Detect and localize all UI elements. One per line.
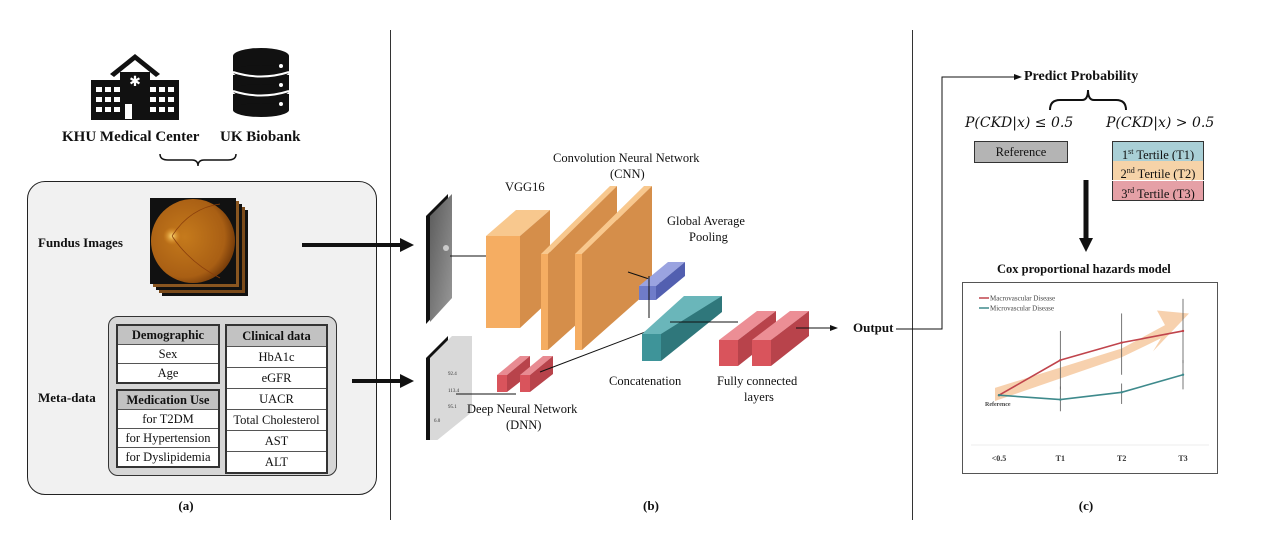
grayscale-fundus-input (426, 194, 452, 324)
fundus-images-label: Fundus Images (38, 235, 123, 250)
meta-data-arrow (352, 374, 414, 388)
trend-arrow (995, 310, 1189, 402)
gap-label-line1: Global Average (667, 214, 745, 228)
series-line-macrovascular (998, 330, 1184, 396)
svg-text:113.4: 113.4 (448, 389, 460, 394)
reference-annotation: Reference (985, 402, 1011, 408)
fundus-image-stack (150, 198, 248, 296)
data-point (1120, 391, 1123, 394)
panel-c-caption: (c) (1078, 498, 1094, 513)
data-point (1181, 329, 1185, 333)
right-condition: P(CKD|x) > 0.5 (1106, 115, 1215, 131)
demographic-item: Age (116, 363, 220, 384)
clinical-item: AST (225, 430, 328, 452)
medication-header: Medication Use (116, 389, 220, 410)
demographic-header: Demographic (116, 324, 220, 345)
medication-item: for T2DM (116, 409, 220, 429)
predict-probability-title: Predict Probability (1024, 69, 1139, 84)
output-label: Output (853, 320, 894, 335)
x-tick-label: T1 (1056, 454, 1065, 463)
vgg16-block (486, 210, 550, 328)
data-point (997, 394, 1001, 397)
data-point (1059, 398, 1062, 401)
tertile-text: Tertile (T3) (1134, 187, 1195, 202)
clinical-item: Total Cholesterol (225, 409, 328, 431)
meta-data-label: Meta-data (38, 390, 96, 405)
cnn-label-line1: Convolution Neural Network (553, 151, 700, 165)
output-connector (896, 74, 1022, 330)
demographic-item: Sex (116, 344, 220, 364)
medication-item: for Hypertension (116, 428, 220, 448)
x-tick-label: <0.5 (992, 454, 1007, 463)
legend-label: Microvascular Disease (990, 305, 1054, 313)
reference-box: Reference (974, 141, 1068, 163)
tertile-number: 2 (1120, 167, 1127, 182)
clinical-table: Clinical data HbA1c eGFR UACR Total Chol… (225, 324, 328, 474)
fundus-arrow (302, 238, 414, 252)
concatenation-block (642, 296, 722, 361)
clinical-item: ALT (225, 451, 328, 474)
data-point (1059, 358, 1062, 362)
tertile-3-box: 3rd Tertile (T3) (1112, 181, 1204, 201)
svg-text:92.4: 92.4 (448, 372, 457, 377)
clinical-item: HbA1c (225, 346, 328, 368)
brace-icon (159, 153, 237, 167)
legend-label: Macrovascular Disease (990, 295, 1055, 303)
x-tick-label: T2 (1117, 454, 1126, 463)
tertile-1-box: 1st Tertile (T1) (1112, 141, 1204, 163)
fully-connected-label-line1: Fully connected (717, 374, 798, 388)
panel-a-caption: (a) (178, 498, 194, 513)
fully-connected-label-line2: layers (744, 390, 774, 404)
global-average-pooling-block (639, 262, 685, 300)
panel-divider-right (912, 30, 913, 520)
medication-item: for Dyslipidemia (116, 447, 220, 468)
series-line-microvascular (998, 373, 1184, 401)
cnn-layer-block (575, 186, 652, 350)
dnn-label-line1: Deep Neural Network (467, 402, 578, 416)
svg-text:95.1: 95.1 (448, 405, 457, 410)
cnn-label-line2: (CNN) (610, 167, 645, 181)
clinical-item: UACR (225, 388, 328, 410)
demographic-table: Demographic Sex Age (116, 324, 220, 384)
network-diagram: 92.4 113.4 95.1 6.0 (426, 186, 838, 440)
tertile-ordinal: rd (1127, 186, 1135, 195)
dnn-block (520, 356, 553, 392)
svg-text:✱: ✱ (129, 74, 141, 90)
tertile-number: 3 (1121, 187, 1128, 202)
down-arrow (1079, 180, 1093, 252)
left-condition: P(CKD|x) ≤ 0.5 (965, 115, 1074, 131)
panel-divider-left (390, 30, 391, 520)
tertile-ordinal: st (1128, 147, 1134, 156)
tertile-ordinal: nd (1126, 166, 1135, 175)
tertile-text: Tertile (T1) (1133, 148, 1195, 163)
tertile-2-box: 2nd Tertile (T2) (1112, 161, 1204, 182)
source-label-ukbiobank: UK Biobank (220, 129, 301, 145)
fully-connected-block (752, 311, 809, 366)
vgg16-label: VGG16 (505, 180, 545, 194)
dnn-label-line2: (DNN) (506, 418, 542, 432)
brace-icon (1049, 89, 1127, 111)
medication-table: Medication Use for T2DM for Hypertension… (116, 389, 220, 468)
x-tick-label: T3 (1178, 454, 1187, 463)
data-point (1181, 373, 1185, 376)
clinical-item: eGFR (225, 367, 328, 389)
gap-label-line2: Pooling (689, 230, 728, 244)
panel-b-caption: (b) (643, 498, 659, 513)
data-point (1120, 341, 1123, 344)
hospital-icon: ✱ (91, 54, 179, 120)
tertile-text: Tertile (T2) (1134, 167, 1196, 182)
concatenation-label: Concatenation (609, 374, 682, 388)
dnn-block (497, 356, 530, 392)
tertile-number: 1 (1121, 148, 1129, 163)
cox-model-title: Cox proportional hazards model (997, 262, 1171, 276)
source-label-khu: KHU Medical Center (62, 129, 200, 145)
metadata-table-input: 92.4 113.4 95.1 6.0 (426, 336, 472, 440)
database-icon (232, 48, 290, 117)
clinical-header: Clinical data (225, 324, 328, 347)
svg-text:6.0: 6.0 (434, 419, 441, 424)
